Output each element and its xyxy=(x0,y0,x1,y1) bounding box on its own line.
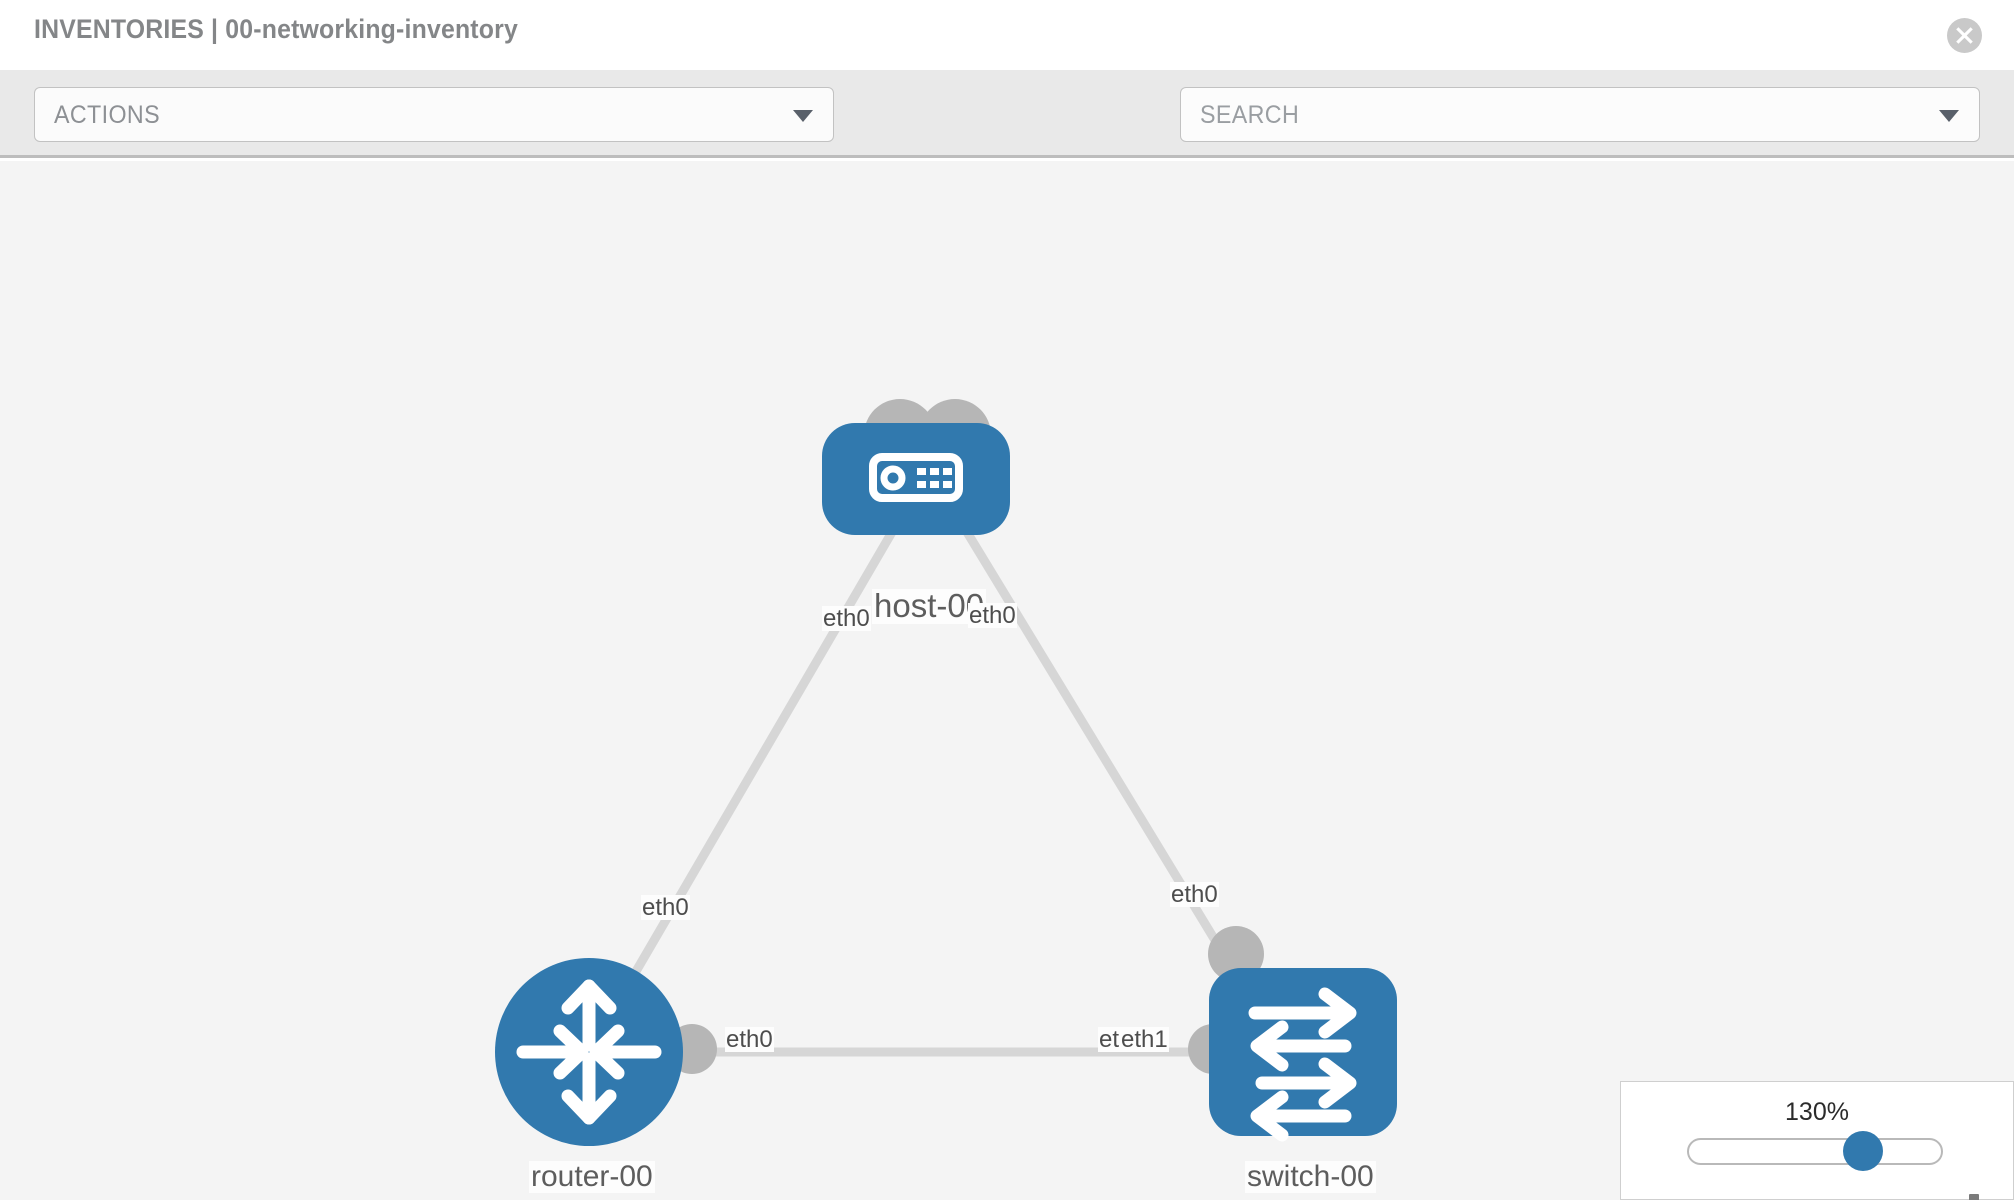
close-icon[interactable] xyxy=(1947,18,1982,53)
search-input[interactable]: SEARCH xyxy=(1180,87,1980,142)
interface-label-router-eth0: eth0 xyxy=(725,1026,774,1053)
link-host-router[interactable] xyxy=(585,488,920,1055)
interface-label-switch-eth1: eth1 xyxy=(1120,1026,1169,1053)
topology-graph xyxy=(495,399,1397,1146)
zoom-slider-thumb[interactable] xyxy=(1843,1131,1883,1171)
topology-canvas[interactable]: host-00 router-00 switch-00 eth0 eth0 et… xyxy=(0,161,2014,1200)
link-host-switch[interactable] xyxy=(938,488,1259,1009)
topology-node-router-00[interactable] xyxy=(495,958,683,1146)
chevron-down-icon xyxy=(793,110,813,122)
topology-node-switch-00[interactable] xyxy=(1209,968,1397,1142)
interface-label-switch-eth0-uplink: eth0 xyxy=(1170,881,1219,908)
topology-links xyxy=(585,488,1259,1057)
router-arrows-icon xyxy=(516,979,662,1125)
page-header: INVENTORIES | 00-networking-inventory xyxy=(0,0,2014,70)
node-label-switch-00: switch-00 xyxy=(1245,1160,1376,1193)
interface-label-host-eth0-right: eth0 xyxy=(968,602,1017,629)
zoom-level-value: 130% xyxy=(1785,1098,1849,1126)
toolbar: ACTIONS SEARCH xyxy=(0,70,2014,204)
topology-node-host-00[interactable] xyxy=(822,423,1010,535)
interface-label-router-eth0-uplink: eth0 xyxy=(641,894,690,921)
server-icon xyxy=(869,453,963,502)
actions-dropdown[interactable]: ACTIONS xyxy=(34,87,834,142)
zoom-in-button[interactable] xyxy=(1954,1194,1994,1200)
actions-dropdown-label: ACTIONS xyxy=(54,101,160,129)
interface-label-host-eth0-left: eth0 xyxy=(822,605,871,632)
page-title: INVENTORIES | 00-networking-inventory xyxy=(34,14,518,44)
chevron-down-icon[interactable] xyxy=(1939,110,1959,122)
search-placeholder: SEARCH xyxy=(1200,101,1300,129)
node-label-host-00: host-00 xyxy=(872,587,987,624)
node-label-router-00: router-00 xyxy=(529,1160,655,1193)
switch-arrows-icon xyxy=(1248,987,1357,1142)
zoom-slider-track[interactable] xyxy=(1687,1138,1943,1165)
